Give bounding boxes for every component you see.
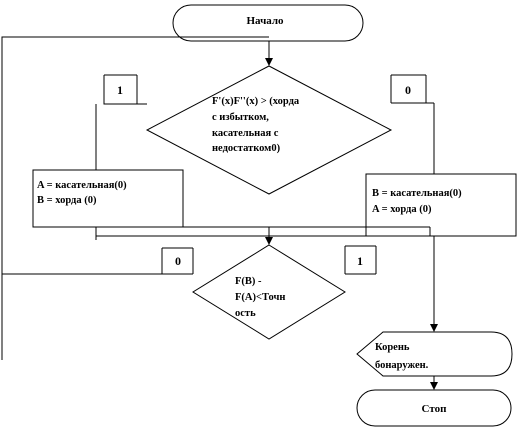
- connector-loop-back: [1, 36, 269, 360]
- connector-output-to-stop: [430, 376, 438, 390]
- process-left-line-1: A = касательная(0): [37, 180, 127, 191]
- decision-main-text: F'(x)F''(x) > (хорда с избытком, касател…: [212, 96, 302, 154]
- exit-label: 1: [357, 254, 363, 268]
- stop-terminator: Стоп: [356, 389, 512, 427]
- process-assign-left: A = касательная(0) B = хорда (0): [32, 169, 184, 228]
- output-line-1: Корень: [375, 342, 410, 353]
- stop-label: Стоп: [422, 403, 448, 415]
- branch-false-label: 0: [405, 83, 411, 97]
- connector-start-to-decision: [265, 41, 273, 66]
- process-left-line-2: B = хорда (0): [37, 195, 97, 206]
- decision-check-line-1: F(B) -: [235, 276, 262, 287]
- decision-check: F(B) - F(A)<Точн ость: [192, 244, 346, 340]
- process-assign-right: B = касательная(0) A = хорда (0): [365, 173, 517, 237]
- exit-label-box: 1: [344, 236, 438, 332]
- decision-check-text: F(B) - F(A)<Точн ость: [235, 276, 288, 319]
- process-right-line-2: A = хорда (0): [372, 204, 432, 215]
- decision-main-line-3: касательная с: [212, 128, 279, 139]
- connector-merge: [95, 226, 431, 245]
- process-right-text: B = касательная(0) A = хорда (0): [372, 188, 464, 215]
- decision-main-line-4: недостатком0): [212, 143, 281, 154]
- process-left-text: A = касательная(0) B = хорда (0): [37, 180, 129, 206]
- branch-true-label-box: 1: [103, 74, 147, 105]
- decision-main-line-1: F'(x)F''(x) > (хорда: [212, 96, 300, 107]
- loop-label-box: 0: [2, 247, 194, 275]
- decision-check-line-2: F(A)<Точн: [235, 292, 285, 303]
- output-text: Корень бонаружен.: [375, 342, 429, 371]
- branch-true-label: 1: [117, 83, 123, 97]
- decision-check-line-3: ость: [235, 308, 256, 319]
- start-terminator: Начало: [172, 4, 364, 42]
- decision-main: F'(x)F''(x) > (хорда с избытком, касател…: [145, 65, 393, 195]
- start-label: Начало: [246, 15, 284, 27]
- process-right-line-1: B = касательная(0): [372, 188, 462, 199]
- decision-main-line-2: с избытком,: [212, 112, 269, 123]
- output-line-2: бонаружен.: [375, 360, 429, 371]
- loop-label: 0: [175, 254, 181, 268]
- output-display: Корень бонаружен.: [356, 331, 513, 377]
- branch-false-label-box: 0: [390, 74, 434, 104]
